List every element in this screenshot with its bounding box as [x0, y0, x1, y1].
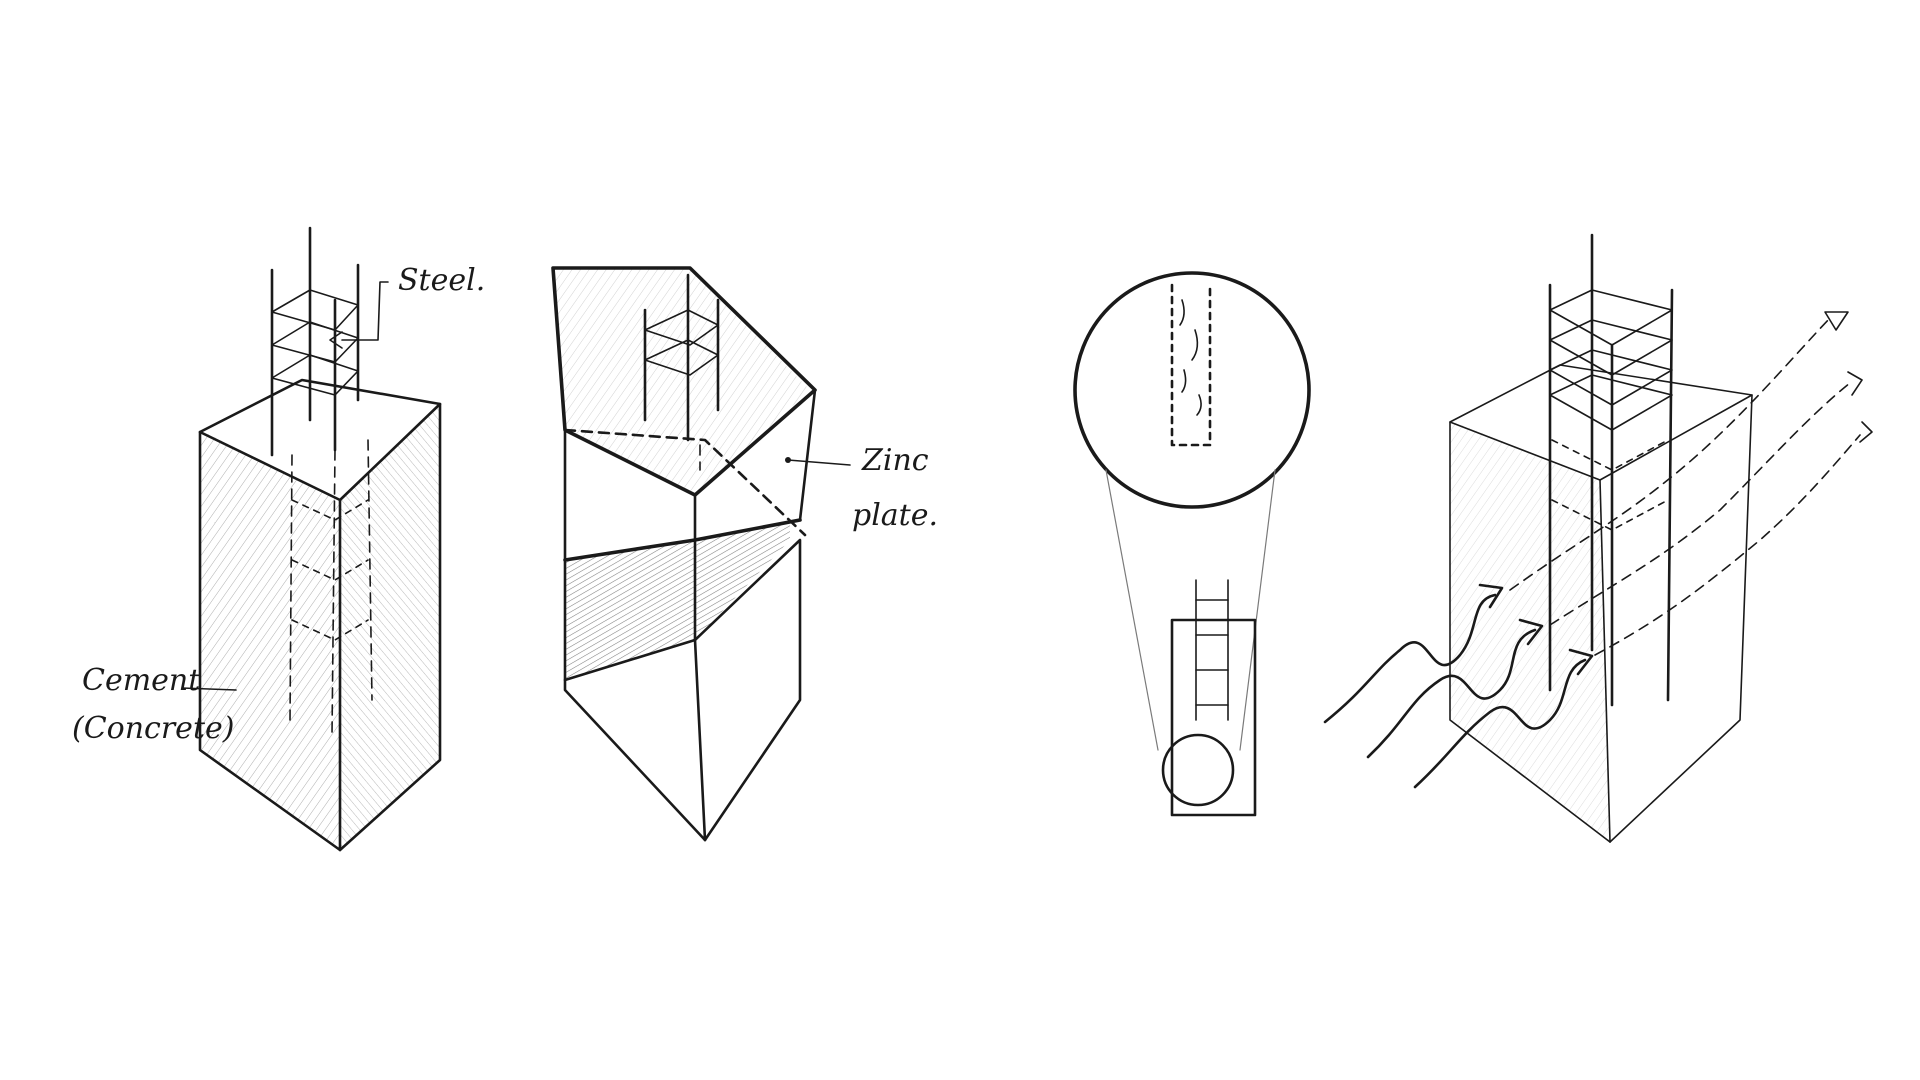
- column-sketch-1: [182, 228, 440, 850]
- magnifier-sketch: [1075, 273, 1309, 815]
- label-concrete: (Concrete): [72, 711, 234, 746]
- column-sketch-4: [1325, 235, 1872, 842]
- label-zinc: Zinc: [861, 443, 929, 478]
- label-cement: Cement: [82, 663, 201, 698]
- column-sketch-2: [553, 268, 850, 840]
- label-steel: Steel.: [398, 263, 485, 298]
- label-plate: plate.: [852, 498, 938, 533]
